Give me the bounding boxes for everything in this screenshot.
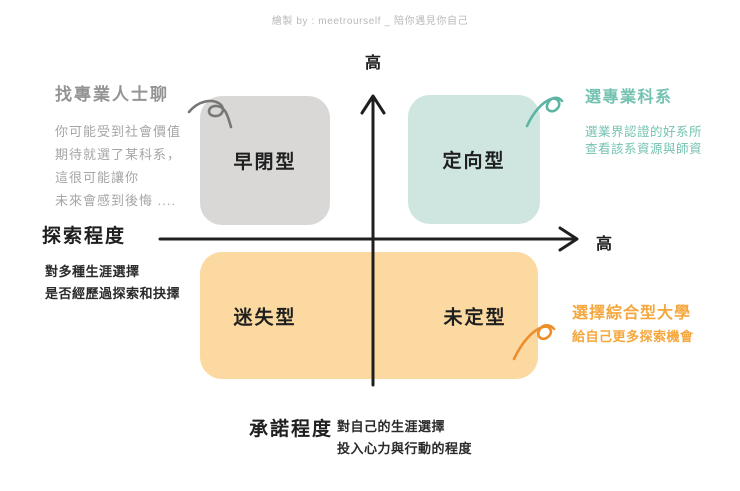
quadrant-diffusion-label: 迷失型 bbox=[233, 307, 297, 329]
note-university-title: 選擇綜合型大學 bbox=[572, 305, 692, 322]
note-expert-line: 未來會感到後悔 .... bbox=[55, 193, 177, 208]
commitment-axis-desc-line: 對自己的生涯選擇 bbox=[337, 419, 446, 434]
note-expert-title: 找專業人士聊 bbox=[55, 85, 169, 104]
commitment-axis-high-label: 高 bbox=[364, 55, 381, 72]
quadrant-foreclosure-box: 早閉型 bbox=[200, 96, 330, 225]
quadrant-achievement-label: 定向型 bbox=[442, 151, 506, 172]
note-university-line: 給自己更多探索機會 bbox=[572, 329, 694, 344]
credit-line: 繪製 by : meetrourself _ 陪你遇見你自己 bbox=[271, 16, 469, 27]
note-major-line: 選業界認證的好系所 bbox=[585, 125, 703, 139]
note-expert-line: 這很可能讓你 bbox=[55, 170, 140, 185]
quadrant-bottom-box: 迷失型 未定型 bbox=[200, 252, 538, 379]
quadrant-foreclosure-label: 早閉型 bbox=[233, 152, 297, 173]
quadrant-achievement-box: 定向型 bbox=[408, 95, 540, 224]
exploration-axis-label: 探索程度 bbox=[42, 226, 127, 247]
commitment-axis-description: 對自己的生涯選擇 投入心力與行動的程度 bbox=[337, 416, 472, 460]
note-expert-line: 你可能受到社會價值 bbox=[55, 124, 182, 139]
commitment-axis-desc-line: 投入心力與行動的程度 bbox=[337, 441, 473, 456]
horizontal-axis-arrow bbox=[158, 226, 579, 252]
note-major-title: 選專業科系 bbox=[585, 89, 673, 106]
exploration-axis-high-label: 高 bbox=[596, 236, 613, 253]
note-expert-line: 期待就選了某科系， bbox=[55, 147, 182, 162]
exploration-axis-desc-line: 是否經歷過探索和抉擇 bbox=[45, 286, 181, 301]
quadrant-moratorium-label: 未定型 bbox=[443, 307, 507, 329]
exploration-axis-description: 對多種生涯選擇 是否經歷過探索和抉擇 bbox=[45, 261, 180, 305]
note-major-body: 選業界認證的好系所 查看該系資源與師資 bbox=[585, 124, 702, 158]
note-major-line: 查看該系資源與師資 bbox=[585, 142, 703, 156]
note-expert-body: 你可能受到社會價值 期待就選了某科系， 這很可能讓你 未來會感到後悔 .... bbox=[55, 120, 181, 212]
exploration-axis-desc-line: 對多種生涯選擇 bbox=[45, 264, 140, 279]
commitment-axis-label: 承諾程度 bbox=[249, 419, 334, 440]
